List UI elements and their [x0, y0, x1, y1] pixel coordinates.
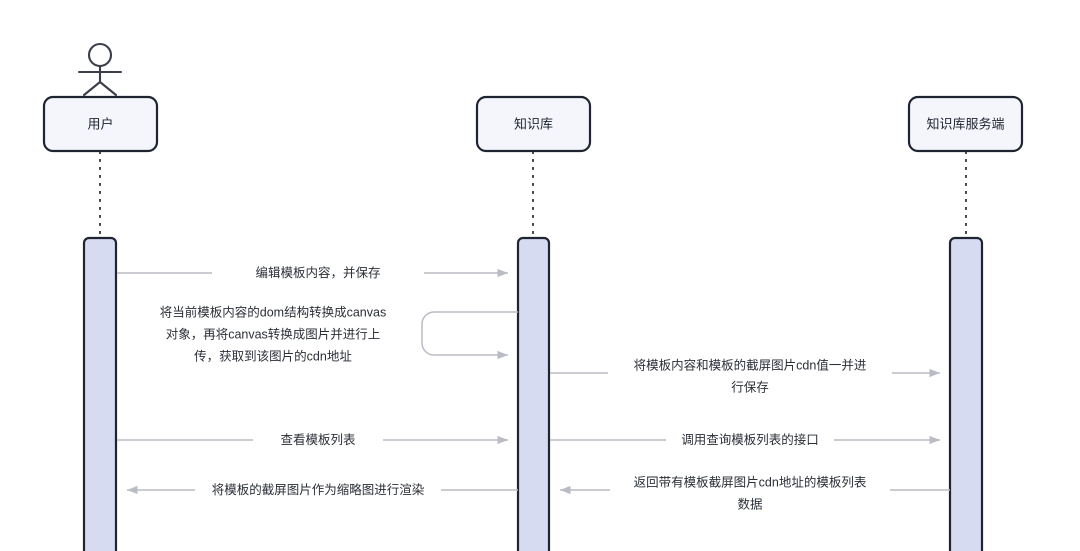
message-dom-to-canvas-label-line-1: 将当前模板内容的dom结构转换成canvas	[160, 304, 386, 319]
message-render-thumbnail-label-bg	[195, 479, 441, 501]
message-return-list-data[interactable]: 返回带有模板截屏图片cdn地址的模板列表 数据	[560, 472, 950, 511]
lifelines-layer	[99, 151, 967, 240]
message-dom-to-canvas-selfloop-path	[421, 311, 518, 360]
message-dom-to-canvas[interactable]: 将当前模板内容的dom结构转换成canvas 对象，再将canvas转换成图片并…	[160, 304, 518, 363]
activation-bars-layer	[82, 236, 984, 551]
participant-label-user: 用户	[87, 116, 113, 131]
message-call-list-api-label: 调用查询模板列表的接口	[681, 432, 819, 447]
message-call-list-api[interactable]: 调用查询模板列表的接口	[550, 429, 940, 451]
participant-box-kb-server-rect[interactable]	[907, 95, 1024, 153]
participant-label-kb-server: 知识库服务端	[926, 116, 1004, 131]
activation-bar-kb[interactable]	[516, 236, 551, 551]
message-dom-to-canvas-label-line-2: 对象，再将canvas转换成图片并进行上	[166, 326, 381, 341]
activation-bar-kb-server[interactable]	[948, 236, 984, 551]
message-view-template-list-label-bg	[253, 429, 383, 451]
participant-box-kb[interactable]: 知识库	[475, 95, 592, 153]
participant-box-kb-rect[interactable]	[475, 95, 592, 153]
message-call-list-api-label-bg	[666, 429, 834, 451]
message-save-content-cdn-label-line-1: 将模板内容和模板的截屏图片cdn值一并进	[634, 357, 867, 372]
activation-bar-user[interactable]	[82, 236, 118, 551]
message-view-template-list-label: 查看模板列表	[280, 433, 356, 447]
message-render-thumbnail[interactable]: 将模板的截屏图片作为缩略图进行渲染	[127, 479, 518, 501]
message-edit-save-label: 编辑模板内容，并保存	[255, 265, 380, 280]
message-save-content-cdn[interactable]: 将模板内容和模板的截屏图片cdn值一并进 行保存	[550, 355, 940, 394]
participant-label-kb: 知识库	[514, 116, 553, 131]
message-edit-save[interactable]: 编辑模板内容，并保存	[117, 262, 508, 284]
message-return-list-data-label-bg	[610, 472, 890, 492]
message-save-content-cdn-label-line-2: 行保存	[731, 380, 769, 394]
message-view-template-list[interactable]: 查看模板列表	[117, 429, 508, 451]
message-return-list-data-label-line-2: 数据	[737, 496, 762, 511]
participant-box-user-rect[interactable]	[42, 95, 159, 153]
participant-box-kb-server[interactable]: 知识库服务端	[907, 95, 1024, 153]
actor-stick-figure-user	[77, 42, 123, 97]
message-render-thumbnail-label: 将模板的截屏图片作为缩略图进行渲染	[212, 482, 425, 497]
message-save-content-cdn-label-bg	[608, 355, 892, 375]
message-dom-to-canvas-label-line-3: 传，获取到该图片的cdn地址	[194, 348, 352, 363]
participant-box-user[interactable]: 用户	[42, 95, 159, 153]
message-edit-save-label-bg	[212, 262, 424, 284]
message-return-list-data-label-line-1: 返回带有模板截屏图片cdn地址的模板列表	[634, 474, 867, 489]
